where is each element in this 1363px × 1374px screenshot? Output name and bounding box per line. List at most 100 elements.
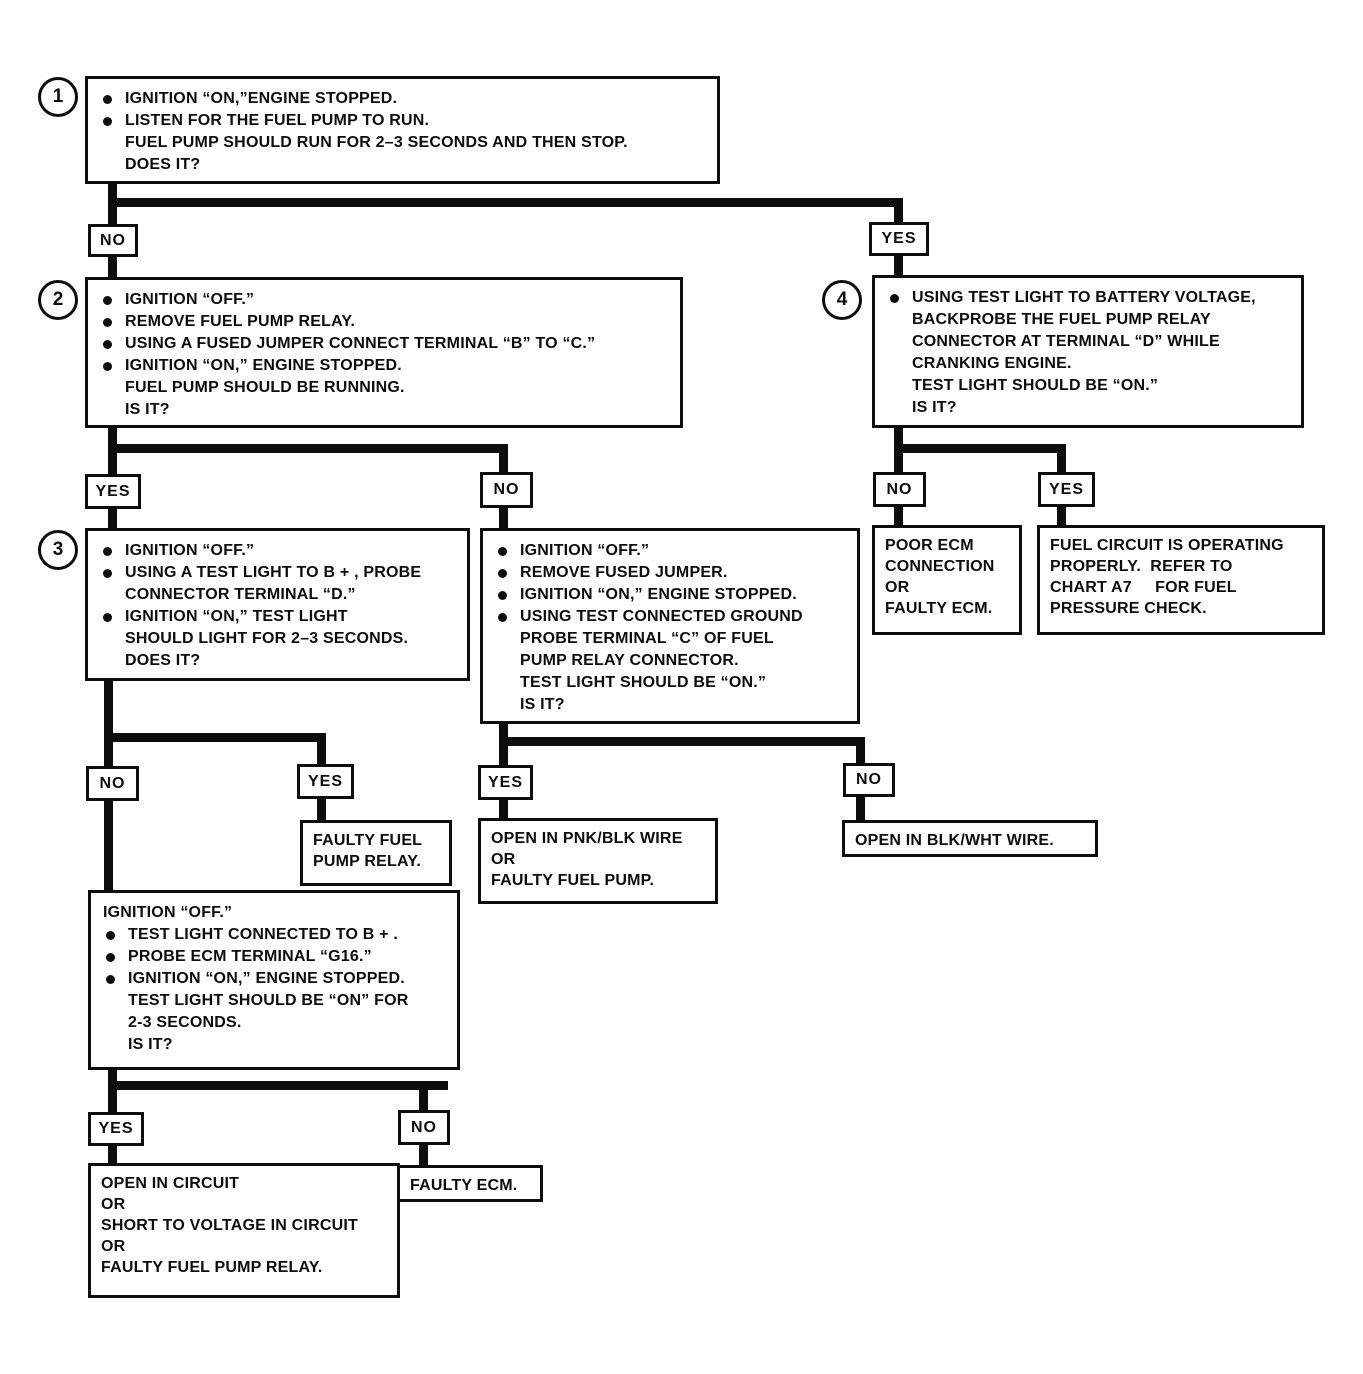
connector-line — [894, 426, 903, 450]
connector-line — [108, 1089, 117, 1112]
step2-yes-label: YES — [85, 474, 141, 509]
step1-yes-label: YES — [869, 222, 929, 256]
step4-line: IS IT? — [912, 399, 957, 416]
step2no-line: PROBE TERMINAL “C” OF FUEL — [520, 630, 774, 647]
connector-line — [419, 1089, 428, 1110]
step-number-badge-2: 2 — [38, 280, 78, 320]
connector-line — [317, 798, 326, 820]
connector-line — [104, 800, 113, 890]
step1-line: IGNITION “ON,”ENGINE STOPPED. — [100, 88, 705, 110]
connector-line — [894, 444, 1066, 453]
step3no-line: 2-3 SECONDS. — [128, 1014, 242, 1031]
step3-line: USING A TEST LIGHT TO B + , PROBE — [100, 562, 455, 584]
connector-line — [104, 679, 113, 739]
step2no-line: IGNITION “OFF.” — [495, 540, 845, 562]
result-open-in-circuit: OPEN IN CIRCUIT OR SHORT TO VOLTAGE IN C… — [88, 1163, 400, 1298]
bullet-icon — [103, 318, 112, 327]
step2-no-label: NO — [480, 472, 533, 508]
step4-yes-label: YES — [1038, 472, 1095, 507]
connector-line — [108, 1081, 448, 1090]
bullet-icon — [106, 975, 115, 984]
step1-line: FUEL PUMP SHOULD RUN FOR 2–3 SECONDS AND… — [125, 134, 628, 151]
result-faulty-ecm: FAULTY ECM. — [397, 1165, 543, 1202]
connector-line — [894, 506, 903, 525]
step3no-line: TEST LIGHT SHOULD BE “ON” FOR — [128, 992, 409, 1009]
bullet-icon — [103, 296, 112, 305]
step3no-line: IGNITION “ON,” ENGINE STOPPED. — [103, 968, 445, 990]
step2no-line: TEST LIGHT SHOULD BE “ON.” — [520, 674, 767, 691]
connector-line — [856, 745, 865, 763]
connector-line — [499, 452, 508, 472]
step-number-badge-1: 1 — [38, 77, 78, 117]
step3no-line: TEST LIGHT CONNECTED TO B + . — [103, 924, 445, 946]
connector-line — [108, 444, 508, 453]
step3no-no-label: NO — [398, 1110, 450, 1145]
step3-yes-label: YES — [297, 764, 354, 799]
step3-line: SHOULD LIGHT FOR 2–3 SECONDS. — [125, 630, 409, 647]
connector-line — [108, 206, 117, 224]
bullet-icon — [106, 931, 115, 940]
step2-line: IGNITION “OFF.” — [100, 289, 668, 311]
step4-line: CRANKING ENGINE. — [912, 355, 1072, 372]
step3-line: CONNECTOR TERMINAL “D.” — [125, 586, 356, 603]
bullet-icon — [103, 95, 112, 104]
step4-line: TEST LIGHT SHOULD BE “ON.” — [912, 377, 1159, 394]
bullet-icon — [103, 340, 112, 349]
step2-line: IS IT? — [125, 401, 170, 418]
step4-line: BACKPROBE THE FUEL PUMP RELAY — [912, 311, 1211, 328]
connector-line — [419, 1144, 428, 1165]
connector-line — [499, 507, 508, 528]
step4-box: USING TEST LIGHT TO BATTERY VOLTAGE, BAC… — [872, 275, 1304, 428]
connector-line — [108, 1068, 117, 1089]
step1-box: IGNITION “ON,”ENGINE STOPPED. LISTEN FOR… — [85, 76, 720, 184]
connector-line — [499, 722, 508, 744]
step4-no-label: NO — [873, 472, 926, 507]
bullet-icon — [890, 294, 899, 303]
bullet-icon — [103, 547, 112, 556]
step2no-line: IGNITION “ON,” ENGINE STOPPED. — [495, 584, 845, 606]
connector-line — [499, 799, 508, 818]
connector-line — [1057, 506, 1066, 525]
bullet-icon — [103, 613, 112, 622]
step3no-line: PROBE ECM TERMINAL “G16.” — [103, 946, 445, 968]
connector-line — [108, 182, 117, 202]
step2no-line: PUMP RELAY CONNECTOR. — [520, 652, 739, 669]
bullet-icon — [498, 613, 507, 622]
result-fuel-circuit-operating-properly: FUEL CIRCUIT IS OPERATING PROPERLY. REFE… — [1037, 525, 1325, 635]
step3no-line: IS IT? — [128, 1036, 173, 1053]
step3-line: IGNITION “ON,” TEST LIGHT — [100, 606, 455, 628]
step3-box: IGNITION “OFF.” USING A TEST LIGHT TO B … — [85, 528, 470, 681]
connector-line — [499, 745, 508, 765]
connector-line — [108, 1145, 117, 1163]
connector-line — [108, 198, 903, 207]
result-open-blk-wht-wire: OPEN IN BLK/WHT WIRE. — [842, 820, 1098, 857]
connector-line — [894, 452, 903, 472]
connector-line — [108, 256, 117, 277]
bullet-icon — [498, 569, 507, 578]
step2-line: FUEL PUMP SHOULD BE RUNNING. — [125, 379, 405, 396]
step-number-badge-4: 4 — [822, 280, 862, 320]
step2-no-box: IGNITION “OFF.” REMOVE FUSED JUMPER. IGN… — [480, 528, 860, 724]
step2-line: REMOVE FUEL PUMP RELAY. — [100, 311, 668, 333]
step2no-line: USING TEST CONNECTED GROUND — [495, 606, 845, 628]
step3-no-label: NO — [86, 766, 139, 801]
bullet-icon — [106, 953, 115, 962]
step1-line: DOES IT? — [125, 156, 201, 173]
connector-line — [104, 741, 113, 766]
step4-line: USING TEST LIGHT TO BATTERY VOLTAGE, — [887, 287, 1289, 309]
connector-line — [108, 508, 117, 528]
result-faulty-fuel-pump-relay: FAULTY FUEL PUMP RELAY. — [300, 820, 452, 886]
connector-line — [499, 737, 865, 746]
step3-line: DOES IT? — [125, 652, 201, 669]
step3-line: IGNITION “OFF.” — [100, 540, 455, 562]
bullet-icon — [498, 547, 507, 556]
step2no-yes-label: YES — [478, 765, 533, 800]
step4-line: CONNECTOR AT TERMINAL “D” WHILE — [912, 333, 1220, 350]
connector-line — [894, 206, 903, 222]
connector-line — [104, 733, 326, 742]
connector-line — [1057, 452, 1066, 472]
step2-line: USING A FUSED JUMPER CONNECT TERMINAL “B… — [100, 333, 668, 355]
bullet-icon — [103, 362, 112, 371]
step2-box: IGNITION “OFF.” REMOVE FUEL PUMP RELAY. … — [85, 277, 683, 428]
result-poor-ecm-connection: POOR ECM CONNECTION OR FAULTY ECM. — [872, 525, 1022, 635]
